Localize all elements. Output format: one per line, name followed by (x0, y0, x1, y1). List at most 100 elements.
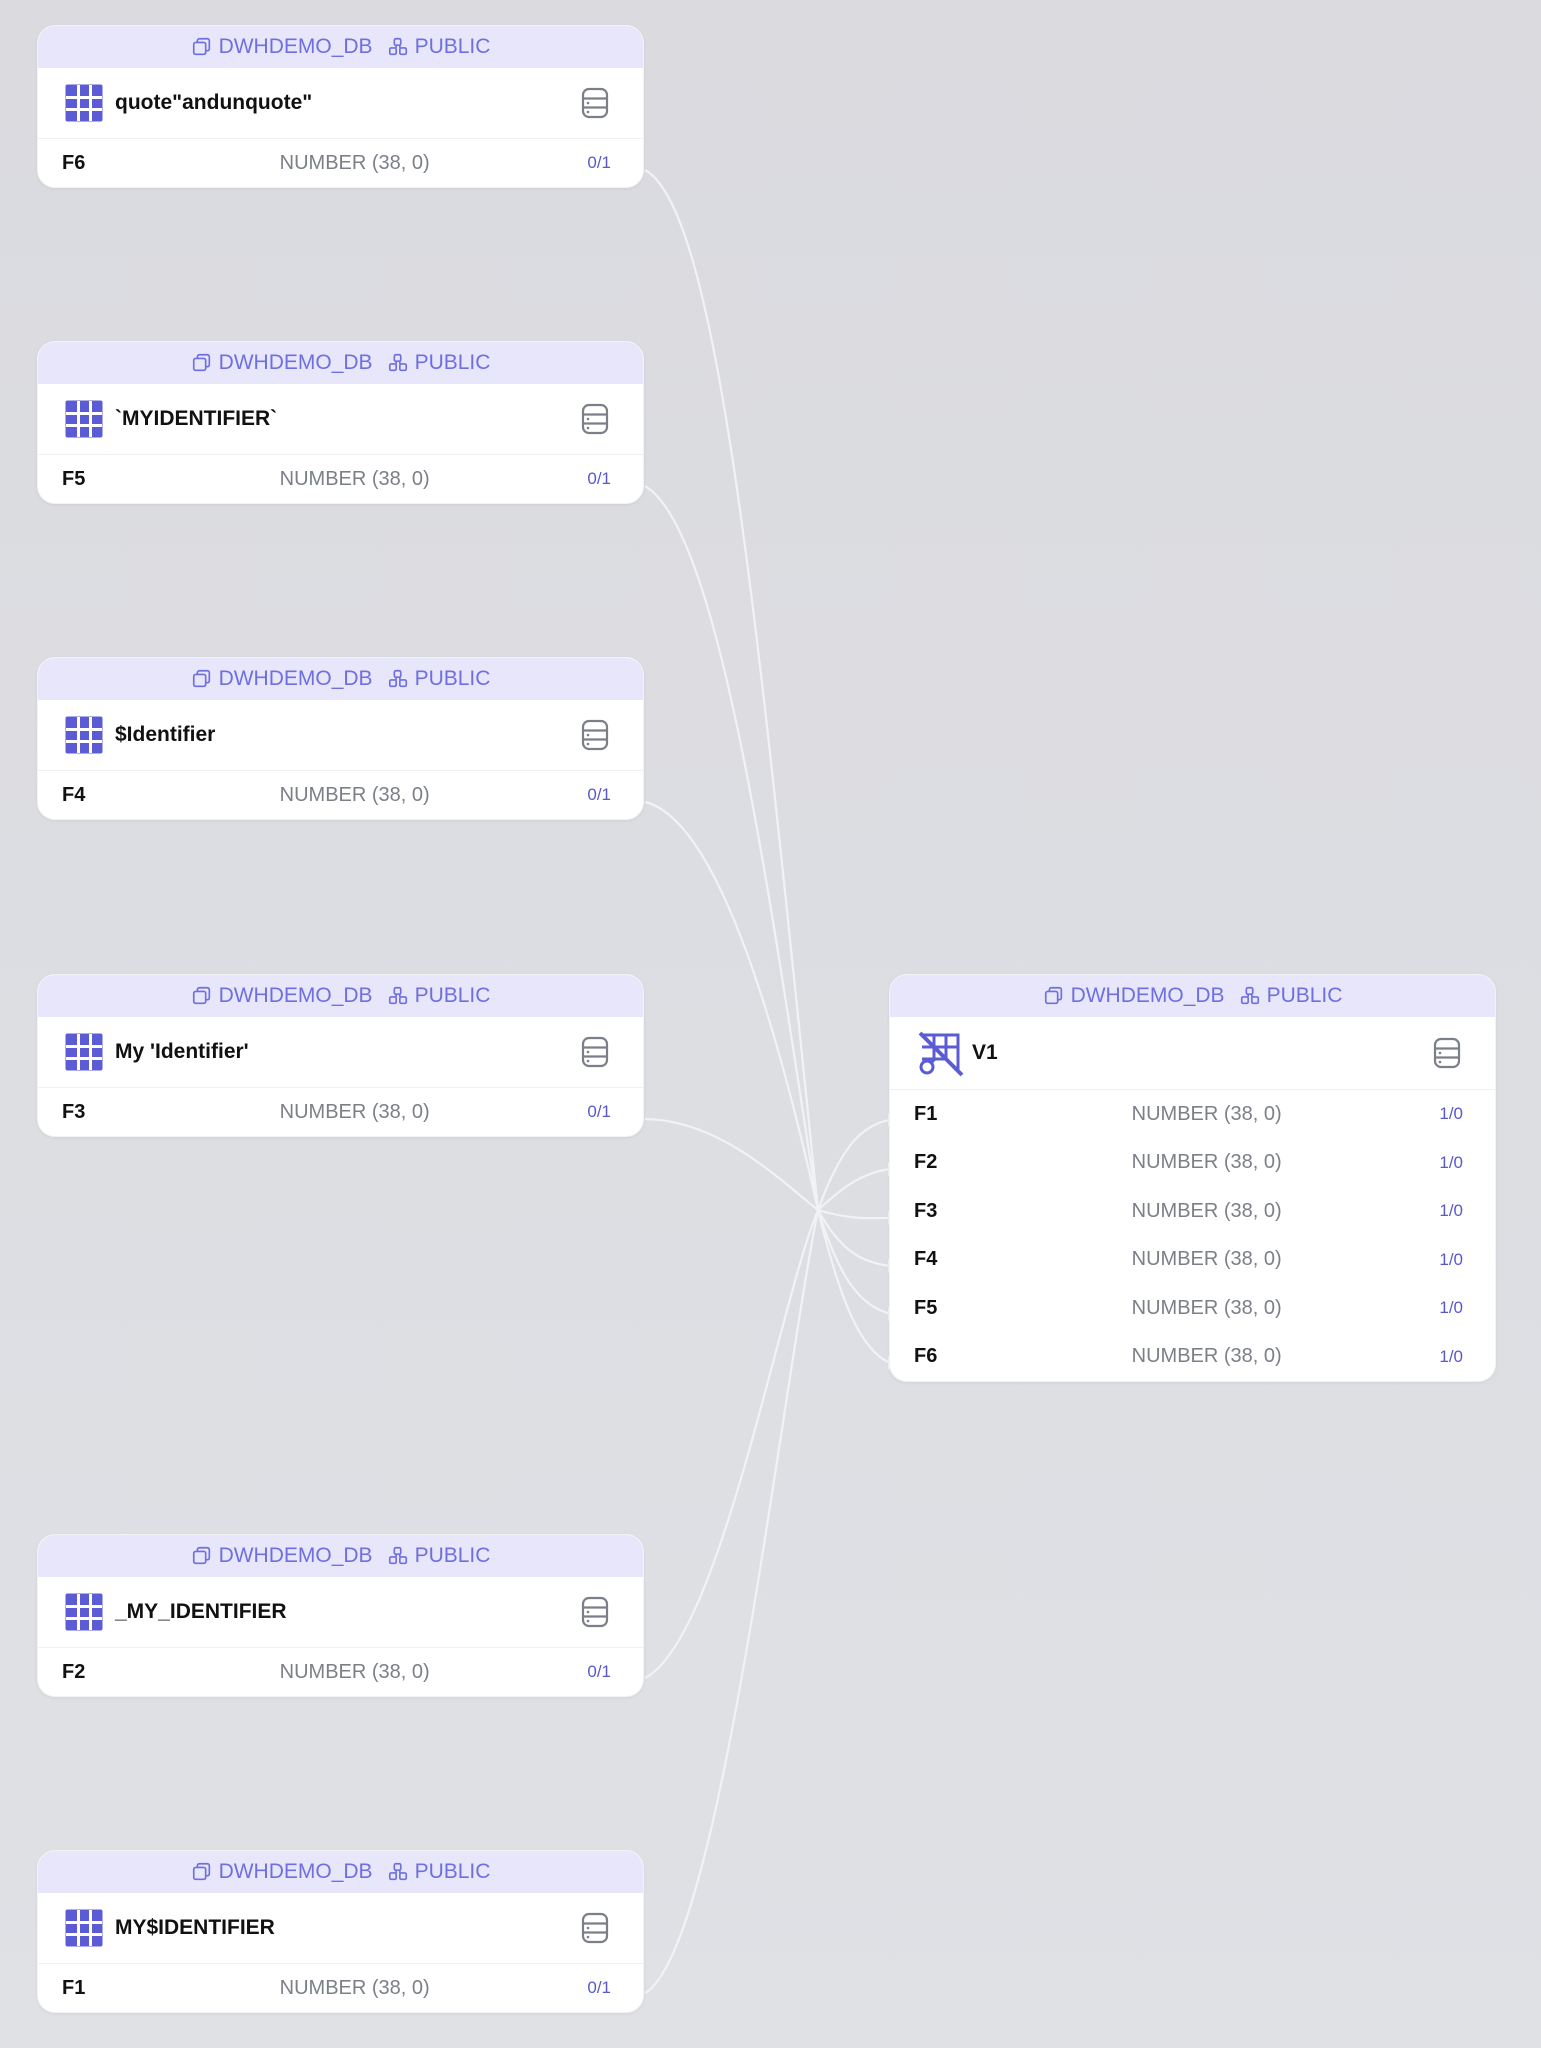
table-icon (65, 1909, 103, 1947)
table-node[interactable]: DWHDEMO_DB PUBLIC _MY_IDENTIFIER F2 NUMB… (37, 1534, 644, 1697)
field-type: NUMBER (38, 0) (1131, 1199, 1282, 1222)
database-copy-icon (1044, 986, 1062, 1005)
field-type: NUMBER (38, 0) (279, 1976, 430, 1999)
database-icon[interactable] (581, 1912, 609, 1944)
database-label: DWHDEMO_DB (191, 984, 373, 1008)
database-copy-icon (192, 1546, 210, 1565)
schema-label: PUBLIC (387, 984, 490, 1008)
field-row[interactable]: F2 NUMBER (38, 0) 1/0 (890, 1139, 1495, 1188)
field-type: NUMBER (38, 0) (1131, 1102, 1282, 1125)
table-node[interactable]: DWHDEMO_DB PUBLIC MY$IDENTIFIER F1 NUMBE… (37, 1850, 644, 2013)
schema-icon (388, 1546, 407, 1565)
field-name: F6 (62, 151, 86, 174)
node-header: DWHDEMO_DB PUBLIC (890, 975, 1495, 1017)
field-row[interactable]: F1 NUMBER (38, 0) 1/0 (890, 1090, 1495, 1139)
database-label: DWHDEMO_DB (191, 351, 373, 375)
field-cardinality: 1/0 (1439, 1346, 1463, 1366)
database-label: DWHDEMO_DB (191, 667, 373, 691)
database-copy-icon (192, 37, 210, 56)
node-header: DWHDEMO_DB PUBLIC (38, 658, 643, 700)
schema-icon (388, 37, 407, 56)
node-title-row: `MYIDENTIFIER` (38, 384, 643, 455)
table-node[interactable]: DWHDEMO_DB PUBLIC $Identifier F4 NUMBER … (37, 657, 644, 820)
table-name: quote"andunquote" (115, 91, 313, 114)
database-icon[interactable] (581, 403, 609, 435)
field-name: F2 (914, 1151, 938, 1174)
database-icon[interactable] (581, 1036, 609, 1068)
field-name: F5 (914, 1296, 938, 1319)
schema-label: PUBLIC (387, 667, 490, 691)
edge-f6 (644, 169, 891, 1365)
field-type: NUMBER (38, 0) (1131, 1248, 1282, 1271)
table-name: My 'Identifier' (115, 1040, 249, 1063)
database-icon[interactable] (581, 719, 609, 751)
database-label: DWHDEMO_DB (1043, 984, 1225, 1008)
database-name: DWHDEMO_DB (218, 351, 373, 374)
table-icon (65, 84, 103, 122)
database-copy-icon (192, 1862, 210, 1881)
node-header: DWHDEMO_DB PUBLIC (38, 975, 643, 1017)
field-type: NUMBER (38, 0) (279, 151, 430, 174)
field-cardinality: 1/0 (1439, 1152, 1463, 1172)
field-type: NUMBER (38, 0) (279, 1100, 430, 1123)
table-icon (65, 1593, 103, 1631)
database-label: DWHDEMO_DB (191, 1860, 373, 1884)
schema-name: PUBLIC (414, 1544, 491, 1567)
edge-f4 (644, 800, 891, 1268)
database-copy-icon (192, 353, 210, 372)
schema-label: PUBLIC (1239, 984, 1342, 1008)
database-name: DWHDEMO_DB (218, 667, 373, 690)
database-label: DWHDEMO_DB (191, 1544, 373, 1568)
field-name: F6 (914, 1345, 938, 1368)
schema-name: PUBLIC (414, 1860, 491, 1883)
field-type: NUMBER (38, 0) (279, 783, 430, 806)
table-node[interactable]: DWHDEMO_DB PUBLIC `MYIDENTIFIER` F5 NUMB… (37, 341, 644, 504)
field-row[interactable]: F6 NUMBER (38, 0) 0/1 (38, 139, 643, 187)
schema-icon (1240, 986, 1259, 1005)
field-row[interactable]: F1 NUMBER (38, 0) 0/1 (38, 1964, 643, 2012)
field-row[interactable]: F4 NUMBER (38, 0) 0/1 (38, 771, 643, 819)
database-icon[interactable] (1433, 1037, 1461, 1069)
database-name: DWHDEMO_DB (218, 1544, 373, 1567)
edge-f1 (644, 1118, 891, 1994)
field-cardinality: 1/0 (1439, 1249, 1463, 1269)
database-icon[interactable] (581, 87, 609, 119)
field-type: NUMBER (38, 0) (1131, 1296, 1282, 1319)
table-icon (65, 716, 103, 754)
field-row[interactable]: F4 NUMBER (38, 0) 1/0 (890, 1236, 1495, 1285)
field-cardinality: 0/1 (587, 785, 611, 804)
field-cardinality: 1/0 (1439, 1298, 1463, 1318)
field-cardinality: 0/1 (587, 153, 611, 172)
schema-label: PUBLIC (387, 1860, 491, 1884)
view-node[interactable]: DWHDEMO_DB PUBLIC V1 F1 NUMBER (38, 0) 1… (889, 974, 1496, 1382)
database-name: DWHDEMO_DB (218, 1860, 373, 1883)
table-icon (65, 1033, 103, 1071)
schema-label: PUBLIC (387, 1544, 491, 1568)
field-name: F2 (62, 1660, 86, 1683)
field-cardinality: 0/1 (587, 1102, 611, 1121)
field-type: NUMBER (38, 0) (1131, 1151, 1282, 1174)
field-row[interactable]: F6 NUMBER (38, 0) 1/0 (890, 1333, 1495, 1382)
field-row[interactable]: F5 NUMBER (38, 0) 1/0 (890, 1284, 1495, 1333)
field-row[interactable]: F5 NUMBER (38, 0) 0/1 (38, 455, 643, 503)
node-header: DWHDEMO_DB PUBLIC (38, 26, 643, 68)
database-icon[interactable] (581, 1596, 609, 1628)
schema-icon (388, 669, 407, 688)
table-node[interactable]: DWHDEMO_DB PUBLIC quote"andunquote" F6 N… (37, 25, 644, 188)
database-copy-icon (192, 986, 210, 1005)
table-node[interactable]: DWHDEMO_DB PUBLIC My 'Identifier' F3 NUM… (37, 974, 644, 1137)
node-header: DWHDEMO_DB PUBLIC (38, 1535, 643, 1577)
node-title-row: V1 (890, 1017, 1495, 1090)
field-cardinality: 1/0 (1439, 1104, 1463, 1124)
node-title-row: My 'Identifier' (38, 1017, 643, 1088)
database-name: DWHDEMO_DB (218, 984, 373, 1007)
field-row[interactable]: F3 NUMBER (38, 0) 1/0 (890, 1187, 1495, 1236)
field-row[interactable]: F2 NUMBER (38, 0) 0/1 (38, 1648, 643, 1696)
schema-icon (388, 1862, 407, 1881)
node-title-row: _MY_IDENTIFIER (38, 1577, 643, 1648)
field-row[interactable]: F3 NUMBER (38, 0) 0/1 (38, 1088, 643, 1136)
field-cardinality: 0/1 (587, 1662, 611, 1681)
schema-label: PUBLIC (387, 35, 490, 59)
field-name: F3 (62, 1100, 86, 1123)
node-header: DWHDEMO_DB PUBLIC (38, 342, 643, 384)
